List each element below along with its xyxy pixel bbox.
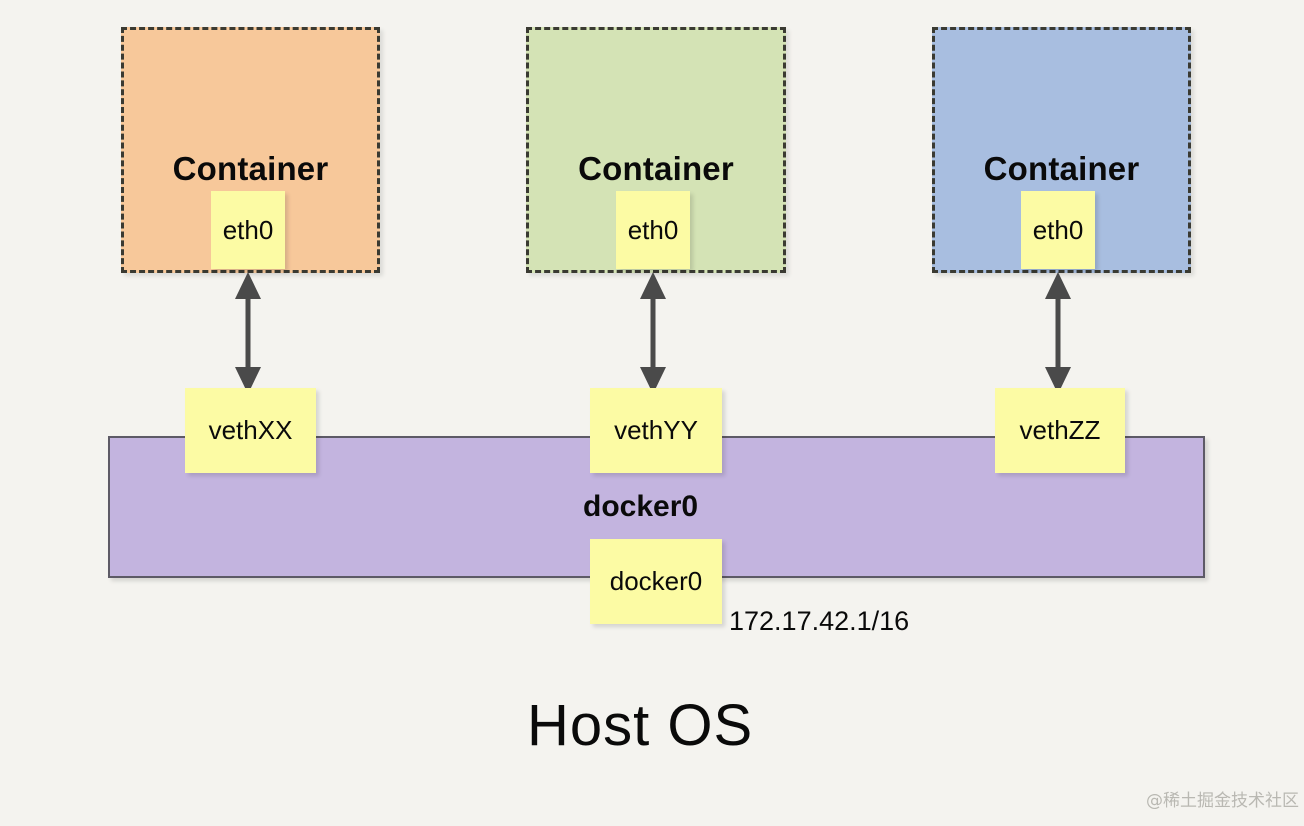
link-arrow-3: [1045, 272, 1071, 394]
eth0-label-2: eth0: [627, 214, 679, 245]
link-arrow-1: [235, 272, 261, 394]
container-label-3: Container: [983, 150, 1140, 187]
container-label-1: Container: [172, 150, 329, 187]
vethzz-box[interactable]: vethZZ: [995, 388, 1125, 473]
vethxx-box[interactable]: vethXX: [185, 388, 316, 473]
eth0-label-1: eth0: [222, 214, 274, 245]
vethzz-label: vethZZ: [1019, 415, 1101, 445]
bridge-ip-address: 172.17.42.1/16: [729, 606, 910, 636]
link-arrow-2: [640, 272, 666, 394]
docker0-interface-label: docker0: [609, 566, 703, 596]
vethyy-label: vethYY: [614, 415, 698, 445]
host-os-caption: Host OS: [527, 693, 754, 758]
eth0-box-3[interactable]: eth0: [1021, 191, 1095, 269]
docker0-interface-box[interactable]: docker0: [590, 539, 722, 624]
watermark-text: @稀土掘金技术社区: [1146, 791, 1299, 811]
container-label-2: Container: [578, 150, 734, 187]
vethyy-box[interactable]: vethYY: [590, 388, 722, 473]
docker0-bridge-title: docker0: [583, 490, 699, 523]
eth0-label-3: eth0: [1032, 214, 1084, 245]
eth0-box-2[interactable]: eth0: [616, 191, 690, 269]
eth0-box-1[interactable]: eth0: [211, 191, 285, 269]
vethxx-label: vethXX: [208, 415, 293, 445]
